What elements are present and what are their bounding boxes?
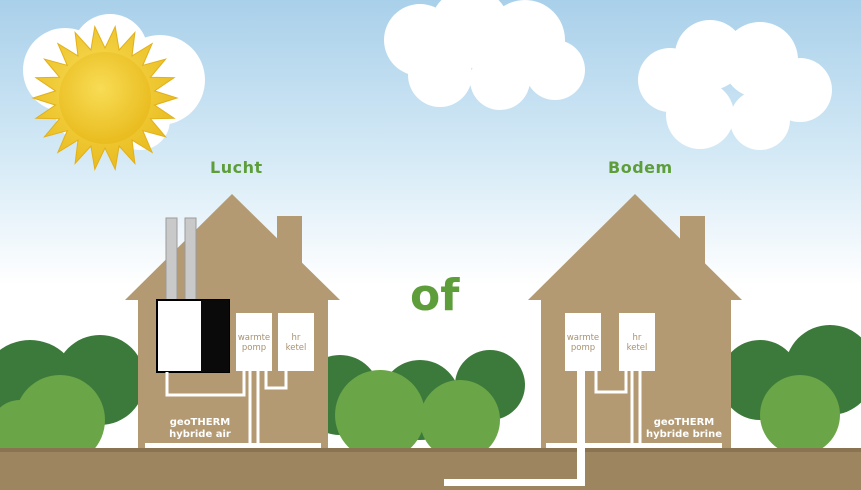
label-line: pomp — [570, 343, 596, 353]
ketel-unit — [278, 313, 314, 371]
house-right — [444, 194, 742, 486]
warmtepomp-label: warmte pomp — [236, 333, 272, 353]
cloud-top-center — [384, 0, 585, 110]
house-left — [125, 194, 340, 448]
label-lucht: Lucht — [210, 158, 263, 177]
label-line: hr — [632, 333, 642, 343]
caption-line: geoTHERM — [169, 417, 231, 428]
ketel-label: hr ketel — [619, 333, 655, 353]
label-line: ketel — [626, 343, 648, 353]
floor-line — [546, 443, 722, 448]
label-line: ketel — [285, 343, 307, 353]
ground-pipe — [444, 479, 584, 486]
ground-pipe — [577, 371, 585, 486]
label-line: warmte — [237, 333, 271, 343]
warmtepomp-label: warmte pomp — [565, 333, 601, 353]
bushes-front — [0, 370, 840, 465]
warmtepomp-unit — [565, 313, 601, 371]
label-of: of — [410, 270, 460, 321]
label-line: warmte — [566, 333, 600, 343]
sun-icon — [31, 25, 179, 171]
floor-line — [145, 443, 321, 448]
warmtepomp-unit — [236, 313, 272, 371]
caption-line: geoTHERM — [653, 417, 715, 428]
caption-line: hybride brine — [646, 429, 722, 440]
caption-right: geoTHERM hybride brine — [642, 417, 726, 441]
ground — [0, 448, 861, 490]
ketel-label: hr ketel — [278, 333, 314, 353]
ketel-unit — [619, 313, 655, 371]
label-bodem: Bodem — [608, 158, 673, 177]
label-line: hr — [291, 333, 301, 343]
label-line: pomp — [241, 343, 267, 353]
caption-line: hybride air — [169, 429, 231, 440]
caption-left: geoTHERM hybride air — [160, 417, 240, 441]
cloud-top-right — [638, 20, 832, 150]
flue-pipe — [184, 217, 197, 305]
flue-pipe — [165, 217, 178, 305]
